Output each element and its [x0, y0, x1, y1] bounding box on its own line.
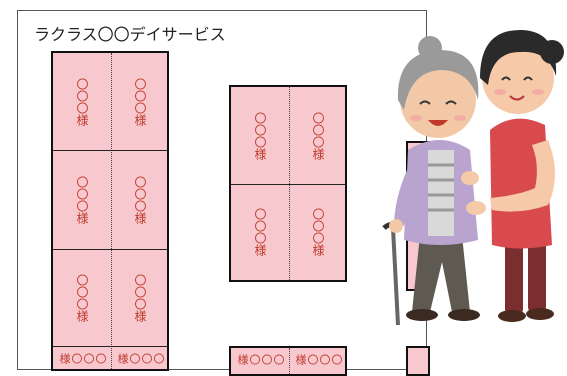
seat[interactable]: 〇〇〇様: [231, 87, 289, 184]
seat[interactable]: 〇〇〇様: [231, 184, 289, 280]
seat[interactable]: 〇〇〇様: [53, 53, 111, 150]
floor-plan: ラクラス〇〇デイサービス 〇〇〇様 〇〇〇様 〇〇〇様 〇〇〇様 〇〇〇様 〇〇…: [17, 10, 430, 376]
seat[interactable]: 〇〇〇様: [111, 249, 169, 346]
seat-label: 〇〇〇様: [311, 111, 325, 160]
seat-label: 〇〇〇様: [58, 353, 107, 364]
seat[interactable]: 〇〇〇様: [53, 150, 111, 249]
seat-label: 〇〇〇様: [253, 208, 267, 256]
seat[interactable]: 〇〇〇様: [53, 249, 111, 346]
seat-label: 〇〇〇様: [236, 354, 285, 365]
seat-label: 〇〇〇様: [133, 175, 147, 224]
table-block-middle-bottom: 〇〇〇様 〇〇〇様: [229, 346, 347, 376]
caregiver-illustration: [382, 30, 564, 326]
seat[interactable]: 〇〇〇様: [111, 150, 169, 249]
seat[interactable]: 〇〇〇様: [289, 354, 347, 374]
seat-label: 〇〇〇様: [75, 175, 89, 224]
seat-label: 〇〇〇様: [116, 353, 165, 364]
seat[interactable]: 〇〇〇様: [289, 87, 347, 184]
seat-label: 〇〇〇様: [294, 354, 343, 365]
seat-label: 〇〇〇様: [75, 273, 89, 322]
seat-label: 〇〇〇様: [253, 111, 267, 160]
seat[interactable]: 〇〇〇様: [111, 53, 169, 150]
elderly-woman-figure: [382, 36, 486, 326]
seat-label: 〇〇〇様: [75, 77, 89, 126]
table-block-middle: 〇〇〇様 〇〇〇様 〇〇〇様 〇〇〇様: [229, 85, 347, 282]
seat-label: 〇〇〇様: [311, 208, 325, 256]
table-block-left: 〇〇〇様 〇〇〇様 〇〇〇様 〇〇〇様 〇〇〇様 〇〇〇様 〇〇〇様 〇〇〇様: [51, 51, 169, 371]
seat-label: 〇〇〇様: [133, 273, 147, 322]
seat[interactable]: 〇〇〇様: [111, 353, 169, 373]
seat-label: 〇〇〇様: [133, 77, 147, 126]
seat[interactable]: 〇〇〇様: [289, 184, 347, 280]
facility-title: ラクラス〇〇デイサービス: [34, 25, 226, 44]
seat[interactable]: 〇〇〇様: [53, 353, 111, 373]
caregiver-figure: [480, 30, 564, 322]
seat[interactable]: 〇〇〇様: [231, 354, 289, 374]
